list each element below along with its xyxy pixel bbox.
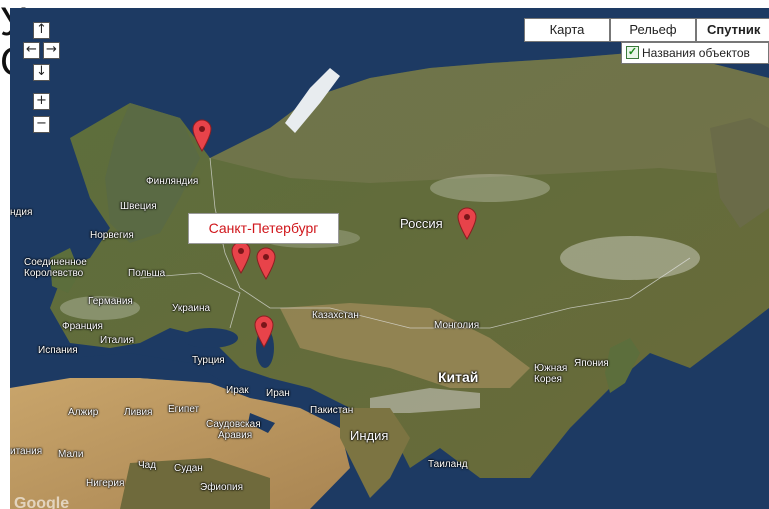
pan-up-button[interactable]: ↑ — [33, 22, 50, 39]
maptype-terrain-button[interactable]: Рельеф — [610, 18, 696, 42]
label-south-korea-line2: Корея — [534, 374, 562, 385]
satellite-map[interactable]: Финляндия Швеция Норвегия ндия Соединенн… — [10, 8, 769, 509]
label-india: Индия — [350, 428, 389, 443]
label-japan: Япония — [574, 358, 609, 369]
label-russia: Россия — [400, 216, 443, 231]
checkbox-icon[interactable]: ✓ — [626, 46, 639, 59]
label-nigeria: Нигерия — [86, 478, 125, 489]
label-iraq: Ирак — [226, 385, 249, 396]
label-italy: Италия — [100, 335, 135, 346]
label-ukraine: Украина — [172, 303, 211, 314]
label-west-edge: ндия — [10, 207, 33, 218]
label-kazakhstan: Казахстан — [312, 310, 359, 321]
map-marker-icon[interactable] — [255, 246, 277, 280]
label-norway: Норвегия — [90, 230, 134, 241]
pan-right-button[interactable]: → — [43, 42, 60, 59]
labels-toggle[interactable]: ✓ Названия объектов — [621, 42, 769, 64]
label-poland: Польша — [128, 268, 166, 279]
label-china: Китай — [438, 369, 479, 385]
zoom-out-button[interactable]: − — [33, 116, 50, 133]
label-south-korea-line1: Южная — [534, 363, 568, 374]
label-germany: Германия — [88, 296, 133, 307]
label-algeria: Алжир — [68, 407, 99, 418]
label-turkey: Турция — [192, 355, 225, 366]
map-marker-icon[interactable] — [191, 118, 213, 152]
label-libya: Ливия — [124, 407, 153, 418]
label-uk-line1: Соединенное — [24, 257, 87, 268]
label-sudan: Судан — [174, 463, 203, 474]
map-imagery — [10, 8, 769, 509]
labels-toggle-label: Названия объектов — [642, 46, 750, 60]
city-callout[interactable]: Санкт-Петербург — [188, 213, 339, 244]
label-france: Франция — [62, 321, 103, 332]
label-mongolia: Монголия — [434, 320, 480, 331]
pan-left-button[interactable]: ← — [23, 42, 40, 59]
label-chad: Чад — [138, 460, 157, 471]
label-pakistan: Пакистан — [310, 405, 354, 416]
map-marker-icon[interactable] — [456, 206, 478, 240]
label-thailand: Таиланд — [428, 459, 468, 470]
label-egypt: Египет — [168, 404, 200, 415]
label-mali: Мали — [58, 449, 84, 460]
maptype-map-button[interactable]: Карта — [524, 18, 610, 42]
label-saudi-line2: Аравия — [218, 430, 253, 441]
label-spain: Испания — [38, 345, 78, 356]
label-sweden: Швеция — [120, 201, 157, 212]
pan-down-button[interactable]: ↓ — [33, 64, 50, 81]
zoom-in-button[interactable]: + — [33, 93, 50, 110]
label-uk-line2: Королевство — [24, 268, 84, 279]
map-marker-icon[interactable] — [230, 240, 252, 274]
label-ethiopia: Эфиопия — [200, 482, 243, 493]
label-finland: Финляндия — [146, 176, 199, 187]
label-saudi-line1: Саудовская — [206, 419, 261, 430]
maptype-satellite-button[interactable]: Спутник — [696, 18, 769, 42]
google-logo: Google — [14, 495, 70, 509]
label-mauritania: итания — [10, 446, 43, 457]
label-iran: Иран — [266, 388, 290, 399]
map-marker-icon[interactable] — [253, 314, 275, 348]
